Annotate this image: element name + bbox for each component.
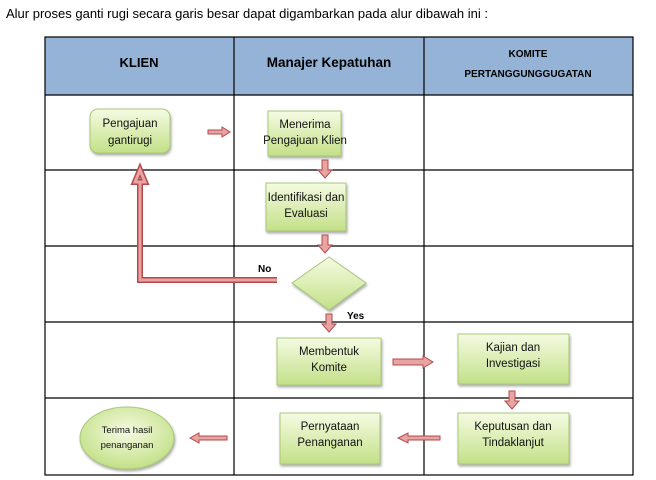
arrow-left-icon bbox=[396, 432, 441, 444]
label-no: No bbox=[258, 264, 271, 275]
node-kajian-line2: Investigasi bbox=[486, 358, 540, 370]
node-pernyataan bbox=[279, 412, 381, 465]
loop-arrow-icon bbox=[130, 162, 277, 283]
arrow-down-icon bbox=[503, 390, 521, 410]
header-manajer: Manajer Kepatuhan bbox=[267, 55, 392, 70]
node-pernyataan-line2: Penanganan bbox=[297, 437, 362, 449]
node-terima-line1: Terima hasil bbox=[102, 425, 153, 436]
arrows bbox=[130, 126, 521, 444]
node-keputusan-line2: Tindaklanjut bbox=[482, 437, 544, 449]
node-menerima-line2: Pengajuan Klien bbox=[263, 135, 347, 147]
node-pernyataan-line1: Pernyataan bbox=[301, 421, 360, 433]
arrow-right-icon bbox=[207, 126, 231, 138]
node-kajian-line1: Kajian dan bbox=[486, 342, 540, 354]
arrow-down-icon bbox=[320, 313, 338, 333]
node-keputusan-line1: Keputusan dan bbox=[474, 421, 551, 433]
node-membentuk-line1: Membentuk bbox=[299, 346, 359, 358]
label-yes: Yes bbox=[347, 311, 365, 322]
node-identifikasi bbox=[265, 182, 347, 232]
node-shapes bbox=[79, 108, 570, 470]
node-terima-line2: penanganan bbox=[101, 440, 154, 451]
header-klien: KLIEN bbox=[120, 55, 159, 70]
node-menerima bbox=[267, 110, 342, 157]
node-menerima-line1: Menerima bbox=[279, 119, 331, 131]
node-pengajuan-line1: Pengajuan bbox=[103, 118, 158, 130]
node-pengajuan-line2: gantirugi bbox=[108, 135, 152, 147]
node-membentuk-line2: Komite bbox=[311, 362, 347, 374]
decision-diamond bbox=[291, 256, 367, 311]
node-pengajuan bbox=[89, 108, 171, 154]
arrow-down-icon bbox=[316, 159, 334, 179]
header-komite-line2: PERTANGGUNGGUGATAN bbox=[464, 69, 591, 80]
node-keputusan bbox=[457, 412, 570, 465]
node-identifikasi-line2: Evaluasi bbox=[284, 208, 327, 220]
node-membentuk bbox=[276, 337, 382, 386]
arrow-left-icon bbox=[188, 432, 228, 444]
arrow-right-icon bbox=[392, 355, 434, 369]
node-identifikasi-line1: Identifikasi dan bbox=[268, 192, 345, 204]
table-header-bg bbox=[45, 37, 633, 95]
header-komite-line1: KOMITE bbox=[509, 49, 548, 60]
node-kajian bbox=[457, 333, 570, 385]
intro-text: Alur proses ganti rugi secara garis besa… bbox=[6, 6, 489, 21]
node-terima bbox=[79, 406, 175, 470]
arrow-down-icon bbox=[316, 234, 334, 254]
